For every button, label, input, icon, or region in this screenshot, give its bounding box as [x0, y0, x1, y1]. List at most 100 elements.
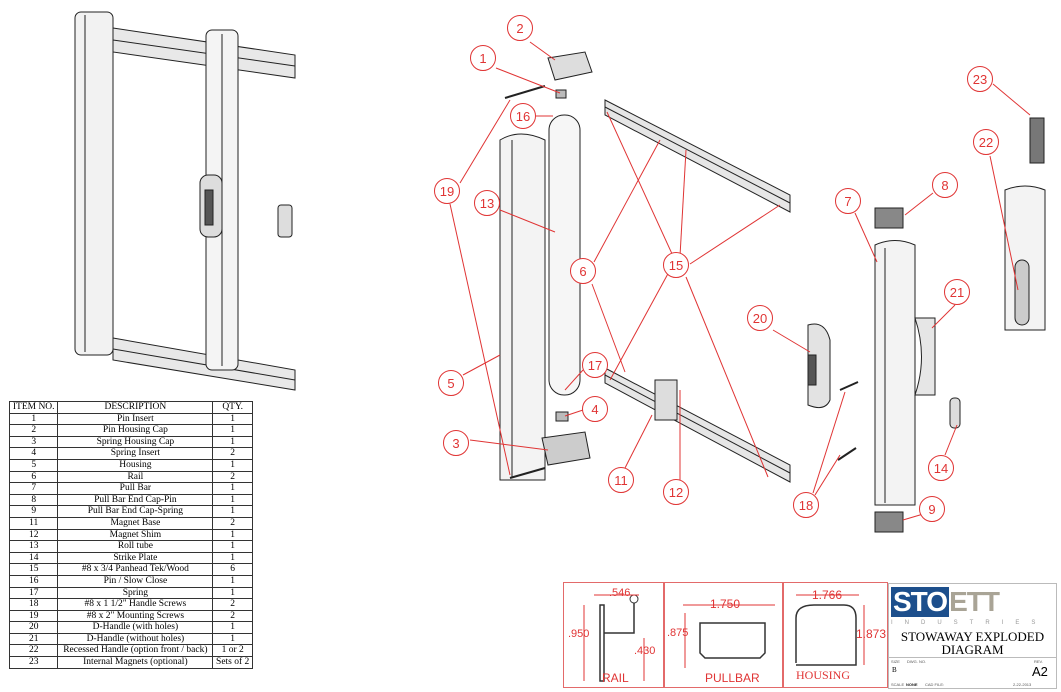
rail-width-dim: .546 [609, 587, 631, 599]
bom-cell-item-no: 5 [8, 458, 59, 472]
logo-sto: STO [891, 586, 950, 617]
drawing-title: STOWAWAY EXPLODED DIAGRAM [889, 630, 1056, 656]
callout-5: 5 [438, 370, 464, 396]
callout-16: 16 [510, 103, 536, 129]
bom-cell-qty: 2 [212, 447, 253, 460]
pullbar-height-dim: .875 [667, 627, 689, 639]
bom-cell-description: Spring Insert [57, 447, 214, 460]
callout-9: 9 [919, 496, 945, 522]
title-line-1: STOWAWAY EXPLODED [900, 629, 1045, 644]
bom-cell-description: Rail [57, 470, 214, 484]
bom-cell-description: Spring Housing Cap [57, 435, 214, 449]
bom-cell-qty: 1 [212, 621, 253, 634]
callout-7: 7 [835, 188, 861, 214]
bom-cell-description: Pull Bar End Cap-Pin [57, 493, 214, 507]
callout-8: 8 [932, 172, 958, 198]
callout-3: 3 [443, 430, 469, 456]
bom-cell-description: Strike Plate [57, 551, 214, 565]
callout-6: 6 [570, 258, 596, 284]
rail-height-dim: .950 [568, 628, 590, 640]
bom-cell-item-no: 6 [8, 470, 59, 484]
bom-cell-description: Recessed Handle (option front / back) [57, 644, 214, 658]
bom-cell-item-no: 21 [8, 632, 59, 646]
logo-industries: INDUSTRIES [891, 620, 1048, 626]
leader-lines [449, 41, 1031, 521]
bom-cell-item-no: 22 [8, 644, 59, 658]
bom-cell-item-no: 19 [8, 609, 59, 623]
rail-leg-dim: .430 [634, 645, 656, 657]
bom-cell-item-no: 18 [8, 598, 59, 611]
bom-cell-qty: 1 [212, 412, 253, 426]
bom-cell-item-no: 2 [8, 424, 59, 437]
callout-23: 23 [967, 66, 993, 92]
callout-21: 21 [944, 279, 970, 305]
bom-cell-description: Pin / Slow Close [57, 574, 214, 588]
callout-2: 2 [507, 15, 533, 41]
cad-file-label: CAD FILE: [925, 682, 945, 687]
callout-14: 14 [928, 455, 954, 481]
bom-cell-description: #8 x 2" Mounting Screws [57, 609, 214, 623]
bom-cell-qty: 1 [212, 540, 253, 553]
bom-cell-item-no: 15 [8, 563, 59, 576]
rev-label: REV. [1034, 659, 1043, 664]
bom-cell-qty: 2 [212, 470, 253, 484]
callout-11: 11 [608, 467, 634, 493]
bom-cell-item-no: 16 [8, 574, 59, 588]
callout-22: 22 [973, 129, 999, 155]
bom-cell-qty: 1 [212, 551, 253, 565]
bom-cell-description: #8 x 3/4 Panhead Tek/Wood [57, 563, 214, 576]
bom-cell-description: Spring [57, 586, 214, 600]
bom-cell-qty: 1 [212, 505, 253, 518]
bom-cell-item-no: 23 [8, 656, 59, 669]
logo-ett: ETT [949, 586, 1000, 617]
col-qty: QTY. [212, 401, 253, 414]
callout-17: 17 [582, 352, 608, 378]
bom-cell-description: Internal Magnets (optional) [57, 656, 214, 669]
bom-cell-qty: Sets of 2 [212, 656, 253, 669]
bom-cell-item-no: 11 [8, 516, 59, 530]
bom-cell-description: Roll tube [57, 540, 214, 553]
callout-18: 18 [793, 492, 819, 518]
callout-15: 15 [663, 252, 689, 278]
rail-profile-box: .546 .950 .430 RAIL [563, 582, 664, 688]
exploded-parts [499, 51, 1046, 533]
bom-cell-qty: 1 [212, 586, 253, 600]
bom-cell-qty: 2 [212, 598, 253, 611]
bom-cell-qty: 1 or 2 [212, 644, 253, 658]
size-label: SIZE [891, 659, 900, 664]
bom-cell-description: Magnet Shim [57, 528, 214, 542]
bom-cell-qty: 1 [212, 424, 253, 437]
callout-13: 13 [474, 190, 500, 216]
bom-cell-item-no: 8 [8, 493, 59, 507]
bom-cell-description: Pull Bar [57, 482, 214, 495]
bom-cell-qty: 1 [212, 574, 253, 588]
bom-cell-item-no: 7 [8, 482, 59, 495]
bom-cell-description: #8 x 1 1/2" Handle Screws [57, 598, 214, 611]
bom-cell-description: D-Handle (without holes) [57, 632, 214, 646]
col-item-no: ITEM NO. [8, 401, 59, 414]
scale-value: NONE [906, 682, 918, 687]
pullbar-width-dim: 1.750 [710, 597, 741, 611]
bom-cell-description: Pull Bar End Cap-Spring [57, 505, 214, 518]
pullbar-label: PULLBAR [705, 671, 760, 685]
bom-cell-qty: 1 [212, 528, 253, 542]
dwg-no-label: DWG. NO. [907, 659, 927, 664]
